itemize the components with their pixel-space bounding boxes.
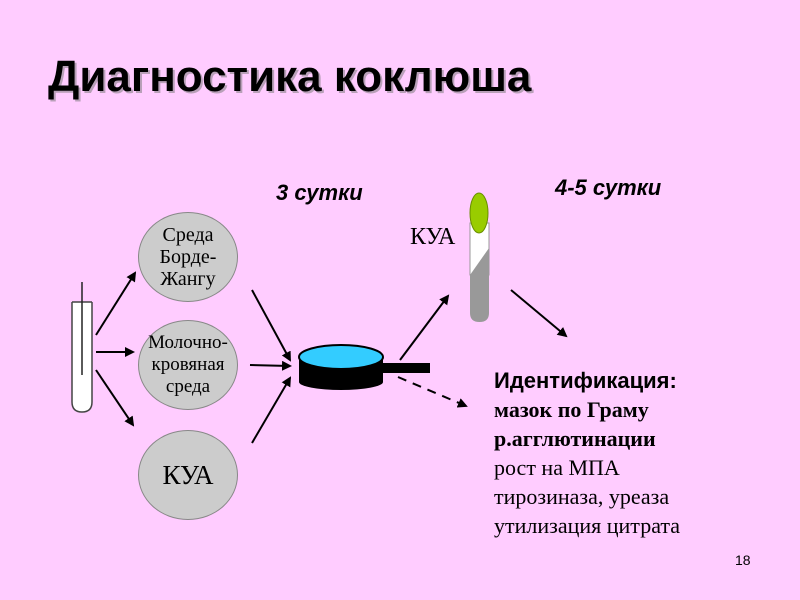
time-label-4-5-days: 4-5 сутки (555, 175, 662, 200)
medium-1-line-2: Борде- (159, 246, 217, 268)
petri-dish-icon (298, 344, 430, 390)
identification-title: Идентификация: (494, 368, 677, 393)
slant-tube-icon (469, 192, 490, 322)
arrow-tube-to-medium-3 (95, 369, 135, 427)
slide-title: Диагностика коклюша (48, 52, 532, 101)
arrow-medium-1-to-dish (251, 289, 291, 362)
arrow-tube-to-identification (510, 289, 568, 338)
medium-milk-blood: Молочно- кровяная среда (138, 320, 238, 410)
page-number: 18 (735, 552, 751, 568)
test-tube-icon (71, 282, 93, 413)
medium-1-line-1: Среда (162, 224, 214, 246)
medium-1-line-3: Жангу (160, 268, 216, 290)
identification-item: рост на МПА (494, 455, 620, 480)
identification-item: мазок по Граму (494, 397, 649, 422)
arrow-medium-3-to-dish (251, 376, 292, 444)
identification-item: р.агглютинации (494, 426, 656, 451)
medium-2-line-3: среда (165, 376, 211, 397)
medium-bordet-gengou: Среда Борде- Жангу (138, 212, 238, 302)
time-label-3-days: 3 сутки (276, 180, 363, 205)
dashed-arrow-from-dish (397, 376, 468, 408)
arrow-tube-to-medium-1 (95, 271, 137, 336)
identification-item: утилизация цитрата (494, 513, 681, 538)
medium-2-line-1: Молочно- (148, 332, 228, 353)
identification-item: тирозиназа, уреаза (494, 484, 670, 509)
arrow-dish-to-tube (399, 294, 450, 361)
identification-block: Идентификация: мазок по Граму р.агглютин… (494, 366, 680, 540)
medium-3-label: КУА (162, 459, 214, 490)
tube-label: КУА (410, 224, 456, 250)
arrow-medium-2-to-dish (249, 360, 292, 371)
medium-2-line-2: кровяная (151, 354, 225, 375)
medium-kua: КУА (138, 430, 238, 520)
